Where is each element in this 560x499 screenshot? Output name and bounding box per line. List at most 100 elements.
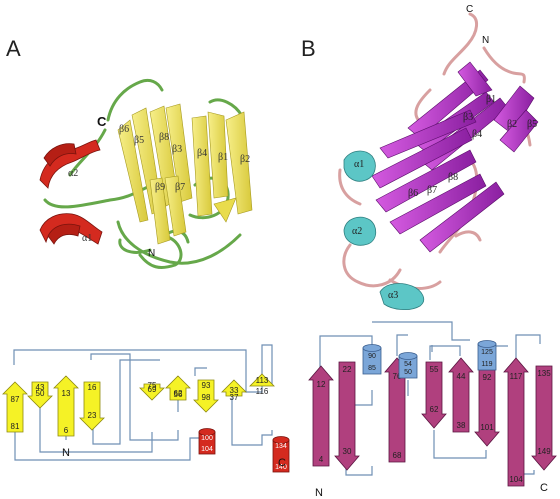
panel-a-topo-strand-down-2-start: 69: [148, 385, 157, 394]
panel-a-topo-strand-up-3: [221, 379, 247, 397]
panel-b-topo-helix-1-end: 50: [404, 369, 412, 376]
panel-b-strand-label-b7: β7: [427, 185, 437, 196]
panel-a-connectors: [13, 344, 273, 461]
panel-b-strand-label-b1: β1: [486, 94, 496, 105]
panel-a-letter: A: [6, 36, 21, 61]
panel-b-helices: [343, 150, 425, 310]
panel-a-topo-helix-0-end: 104: [201, 446, 213, 453]
panel-a-helix-label-a1: α1: [82, 233, 92, 244]
panel-b-topo-helix-1: [398, 352, 418, 379]
panel-b-topo-strand-down-1: [421, 361, 447, 429]
panel-b-topo-helix-1-cap: [398, 352, 418, 360]
panel-a-strand-label-b2: β2: [240, 154, 250, 165]
panel-a-topo-helix-0-cap: [198, 428, 216, 436]
panel-b-topo-strand-down-0: [334, 361, 360, 471]
panel-b-topo-strand-up-0: [308, 365, 334, 467]
panel-a-helices: [39, 139, 103, 245]
panel-a-strand-label-b7: β7: [175, 182, 185, 193]
panel-b-strand-label-b2: β2: [507, 119, 517, 130]
panel-b-c-terminus: C: [466, 4, 473, 15]
panel-a-topo-strand-down-2-end: 75: [148, 381, 157, 390]
panel-a-topo-strand-down-0-end: 50: [36, 389, 45, 398]
panel-b-topo-strand-down-1-start: 55: [430, 365, 439, 374]
panel-b-topology-n: N: [315, 487, 323, 499]
panel-a-topo-strand-up-0-end: 81: [11, 422, 20, 431]
panel-a-strands: [117, 103, 253, 245]
panel-a-topo-strand-down-3: [193, 379, 219, 413]
panel-a-strand-label-b4: β4: [197, 148, 207, 159]
panel-b-helix-label-a3: α3: [388, 290, 398, 301]
panel-a-topo-strand-up-1-end: 6: [64, 426, 69, 435]
panel-b-topo-strand-down-3: [531, 365, 557, 471]
panel-a-strand-label-b3: β3: [172, 144, 182, 155]
panel-b-helix-label-a2: α2: [352, 226, 362, 237]
panel-b-topo-helix-0-cap: [362, 344, 382, 352]
panel-b-topology-c: C: [540, 482, 548, 494]
panel-a-topo-strand-up-2-end: 56: [174, 390, 183, 399]
panel-a-topo-strand-up-0-start: 87: [11, 395, 20, 404]
panel-a-topo-strand-down-0: [27, 381, 53, 409]
panel-a-topo-strand-up-2-start: 62: [174, 389, 183, 398]
panel-b-topo-strand-up-2-end: 38: [457, 421, 466, 430]
panel-b-topo-strand-down-2-end: 101: [480, 423, 494, 432]
panel-b-topo-strand-down-3-end: 149: [537, 447, 551, 456]
panel-a-topo-strand-up-3-start: 37: [230, 393, 239, 402]
panel-a-topo-helix-1-end: 140: [275, 464, 287, 471]
panel-a-topo-strand-down-1: [79, 381, 105, 431]
panel-b-topo-helix-0-start: 90: [368, 353, 376, 360]
panel-b-topo-strand-down-2: [474, 369, 500, 447]
panel-a-strand-label-b1: β1: [218, 152, 228, 163]
panel-b-topo-strand-down-2-start: 92: [483, 373, 492, 382]
panel-b-topo-helix-2-end: 119: [481, 361, 492, 368]
panel-a-topo-strand-up-1: [53, 375, 79, 437]
panel-a-topo-helix-0-start: 100: [201, 435, 213, 442]
panel-b-strand-label-b8: β8: [448, 172, 458, 183]
panel-a-strand-label-b6: β6: [119, 124, 129, 135]
panel-a-topo-strand-up-4: [249, 373, 275, 387]
panel-b-letter: B: [301, 36, 316, 61]
panel-b-topo-helix-2-start: 125: [481, 349, 493, 356]
panel-b-topo-strand-up-2: [448, 357, 474, 433]
panel-b-topo-strand-up-0-end: 4: [319, 455, 324, 464]
panel-b-topo-helix-2: [477, 340, 497, 371]
panel-a-topo-strand-down-0-start: 43: [36, 383, 45, 392]
panel-a-strand-label-b9: β9: [155, 182, 165, 193]
panel-b-topo-strand-down-0-start: 22: [343, 365, 352, 374]
panel-b-helix-label-a1: α1: [354, 159, 364, 170]
panel-b-strand-label-b3: β3: [463, 112, 473, 123]
panel-b-topology: 1247668443811710422305562921011351499085…: [308, 321, 557, 499]
panel-b-topo-strand-up-0-start: 12: [317, 380, 326, 389]
panel-a-topo-strand-up-3-end: 33: [230, 386, 239, 395]
panel-a-topo-strand-down-3-start: 93: [202, 381, 211, 390]
panel-a-topo-strand-down-3-end: 98: [202, 393, 211, 402]
panel-a-topo-strand-down-1-start: 16: [88, 383, 97, 392]
panel-b-topo-strand-down-1-end: 62: [430, 405, 439, 414]
panel-b-topo-strand-down-3-start: 135: [537, 369, 551, 378]
panel-a-topo-helix-1-cap: [272, 436, 290, 444]
panel-b-topo-helix-2-cap: [477, 340, 497, 348]
panel-b-topo-strand-up-2-start: 44: [457, 372, 466, 381]
panel-a-topo-helix-1: [272, 436, 290, 473]
panel-b-topo-helix-0: [362, 344, 382, 375]
panel-b-topo-strand-up-1-end: 68: [393, 451, 402, 460]
panel-b-strands: [371, 61, 539, 253]
panel-a-topology-c: C: [278, 457, 286, 469]
panel-b-topo-strand-up-3-start: 117: [510, 372, 523, 381]
panel-b-topo-strand-up-1-start: 76: [393, 372, 402, 381]
panel-a-topo-helix-0: [198, 428, 216, 455]
panel-a-structure: A: [6, 36, 253, 269]
panel-b-topo-helix-1-start: 54: [404, 361, 412, 368]
panel-a-topo-strand-up-4-end: 113: [256, 376, 269, 385]
panel-b-topo-strand-down-0-end: 30: [343, 447, 352, 456]
panel-b-strand-label-b5: β5: [527, 119, 537, 130]
panel-b-strand-label-b6: β6: [408, 188, 418, 199]
panel-a-n-terminus: N: [148, 248, 155, 259]
panel-b-structure: B: [301, 4, 539, 310]
panel-b-topo-strand-up-3-end: 104: [509, 475, 523, 484]
panel-b-topo-strand-up-3: [503, 357, 529, 487]
panel-b-topology-elements: 1247668443811710422305562921011351499085…: [308, 340, 557, 487]
panel-a-strand-label-b8: β8: [159, 132, 169, 143]
